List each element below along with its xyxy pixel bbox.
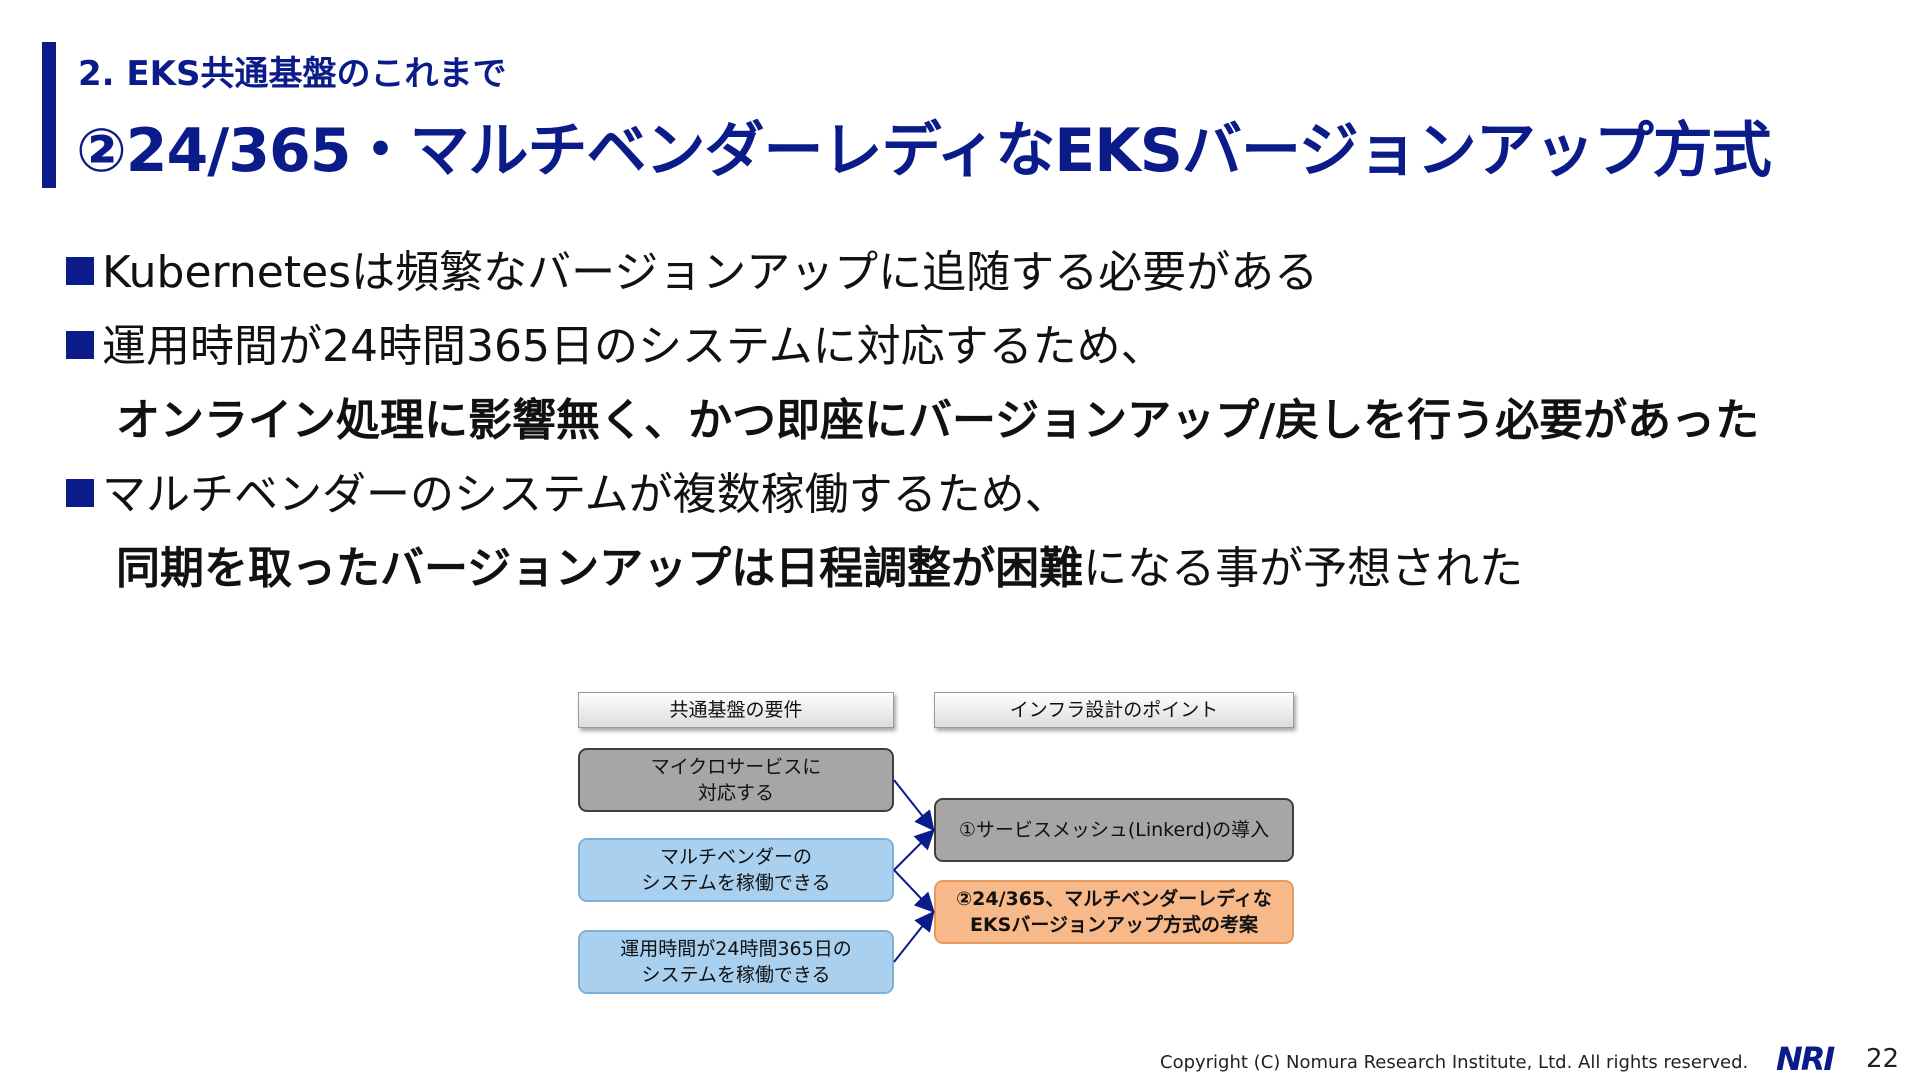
section-title: 2. EKS共通基盤のこれまで <box>78 54 507 94</box>
bullet-text-3: マルチベンダーのシステムが複数稼働するため、 <box>102 469 1069 520</box>
point-service-mesh: ①サービスメッシュ(Linkerd)の導入 <box>934 798 1294 862</box>
pt2-line2: EKSバージョンアップ方式の考案 <box>969 914 1258 936</box>
bullet-item-3: マルチベンダーのシステムが複数稼働するため、 <box>66 458 1069 522</box>
requirement-microservices: マイクロサービスに対応する <box>578 748 894 812</box>
page-number: 22 <box>1866 1044 1900 1074</box>
pt2-line1: ②24/365、マルチベンダーレディな <box>956 888 1272 910</box>
copyright-notice: Copyright (C) Nomura Research Institute,… <box>1160 1052 1749 1073</box>
bullet-text-2: 運用時間が24時間365日のシステムに対応するため、 <box>102 321 1165 372</box>
req1-line2: 対応する <box>697 782 774 804</box>
arrow-req2-to-pt2 <box>893 869 935 913</box>
square-bullet-icon <box>66 257 94 285</box>
req2-line2: システムを稼働できる <box>641 872 831 894</box>
arrow-req3-to-pt2 <box>893 910 935 963</box>
req1-line1: マイクロサービスに <box>650 756 822 778</box>
diagram-header-requirements: 共通基盤の要件 <box>578 692 894 728</box>
bullet-item-3-detail: 同期を取ったバージョンアップは日程調整が困難になる事が予想された <box>116 532 1523 596</box>
bullet-item-1: Kubernetesは頻繁なバージョンアップに追随する必要がある <box>66 236 1318 300</box>
req3-line2: システムを稼働できる <box>641 964 831 986</box>
title-accent-bar <box>42 42 56 188</box>
nri-logo: NRI <box>1776 1040 1835 1078</box>
page-title: ②24/365・マルチベンダーレディなEKSバージョンアップ方式 <box>76 116 1772 186</box>
bullet-item-2-detail: オンライン処理に影響無く、かつ即座にバージョンアップ/戻しを行う必要があった <box>116 395 1760 446</box>
diagram-header-design-points: インフラ設計のポイント <box>934 692 1294 728</box>
req3-line1: 運用時間が24時間365日の <box>620 938 852 960</box>
square-bullet-icon <box>66 479 94 507</box>
arrow-req2-to-pt1 <box>893 829 935 871</box>
bullet-text-3-rest: になる事が予想された <box>1083 543 1524 594</box>
bullet-item-2: 運用時間が24時間365日のシステムに対応するため、 <box>66 310 1165 374</box>
point-eks-upgrade-method: ②24/365、マルチベンダーレディな EKSバージョンアップ方式の考案 <box>934 880 1294 944</box>
bullet-text-1: Kubernetesは頻繁なバージョンアップに追随する必要がある <box>102 247 1319 298</box>
requirement-24-365: 運用時間が24時間365日のシステムを稼働できる <box>578 930 894 994</box>
arrow-req1-to-pt1 <box>893 779 935 832</box>
req2-line1: マルチベンダーの <box>659 846 812 868</box>
requirement-multivendor: マルチベンダーのシステムを稼働できる <box>578 838 894 902</box>
bullet-text-3-bold: 同期を取ったバージョンアップは日程調整が困難 <box>116 543 1084 594</box>
square-bullet-icon <box>66 331 94 359</box>
